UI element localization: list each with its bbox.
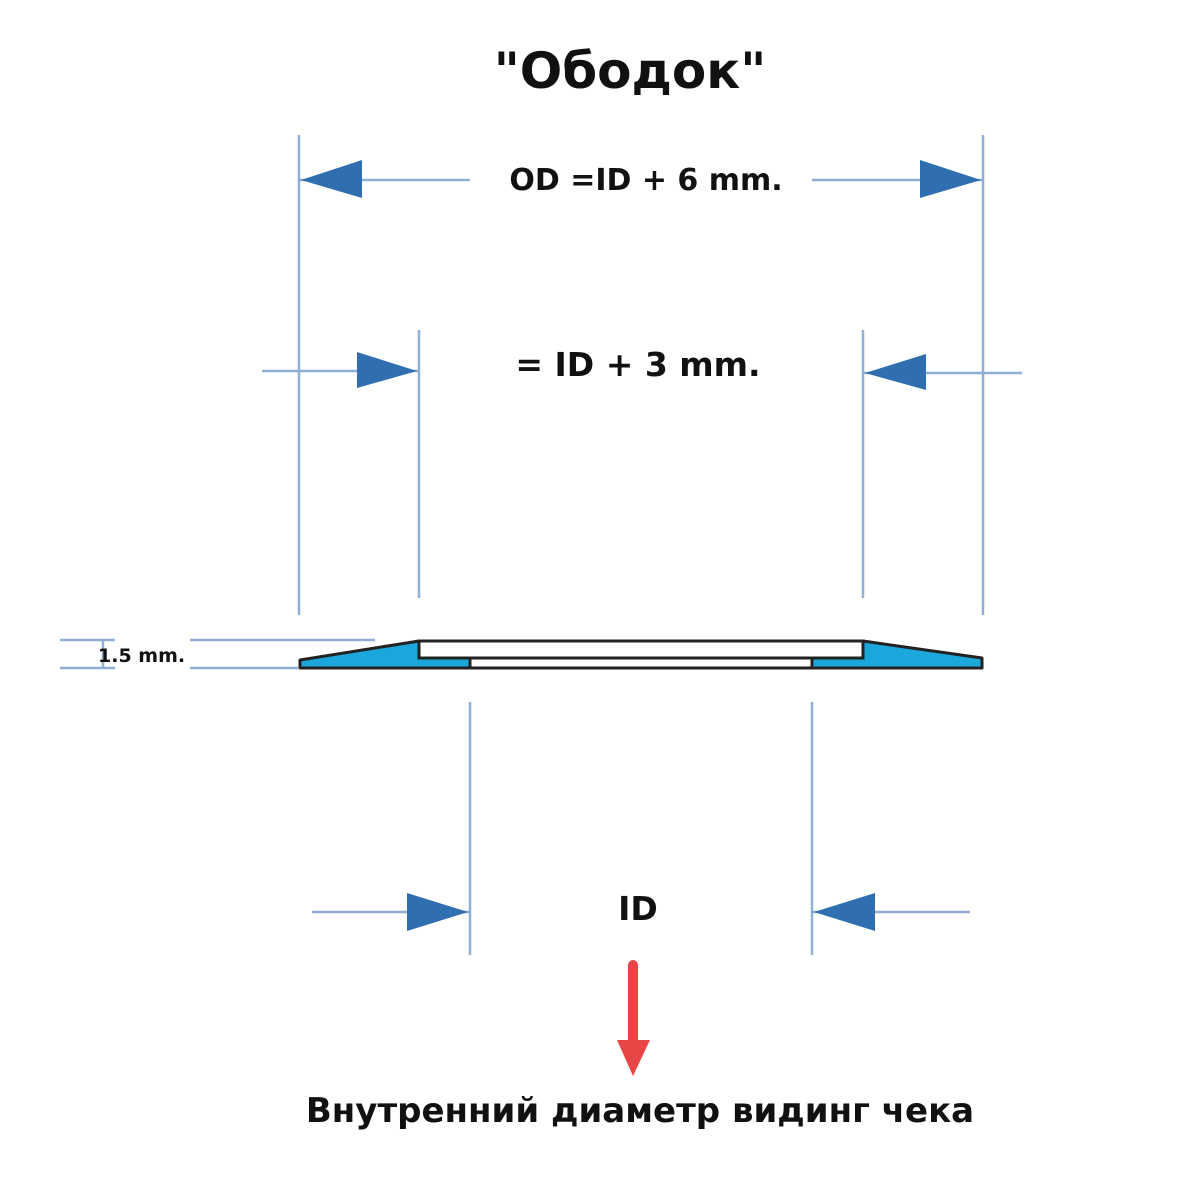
mid-label: = ID + 3 mm. (515, 345, 760, 384)
mid-left-arrow-icon (357, 352, 417, 388)
id-left-arrow-icon (407, 893, 468, 931)
caption: Внутренний диаметр видинг чека (306, 1091, 974, 1131)
id-right-arrow-icon (814, 893, 875, 931)
profile-lower-band (468, 656, 814, 670)
id-label: ID (618, 889, 658, 928)
pointer-down-arrow-icon (617, 960, 650, 1076)
od-label: OD =ID + 6 mm. (509, 163, 782, 198)
profile-upper-band (417, 639, 865, 660)
thickness-label: 1.5 mm. (98, 645, 185, 667)
mid-right-arrow-icon (865, 354, 926, 390)
rim-profile (298, 639, 984, 670)
od-right-arrow-icon (920, 160, 981, 198)
diagram-title: "Ободок" (494, 42, 767, 100)
od-left-arrow-icon (301, 160, 362, 198)
